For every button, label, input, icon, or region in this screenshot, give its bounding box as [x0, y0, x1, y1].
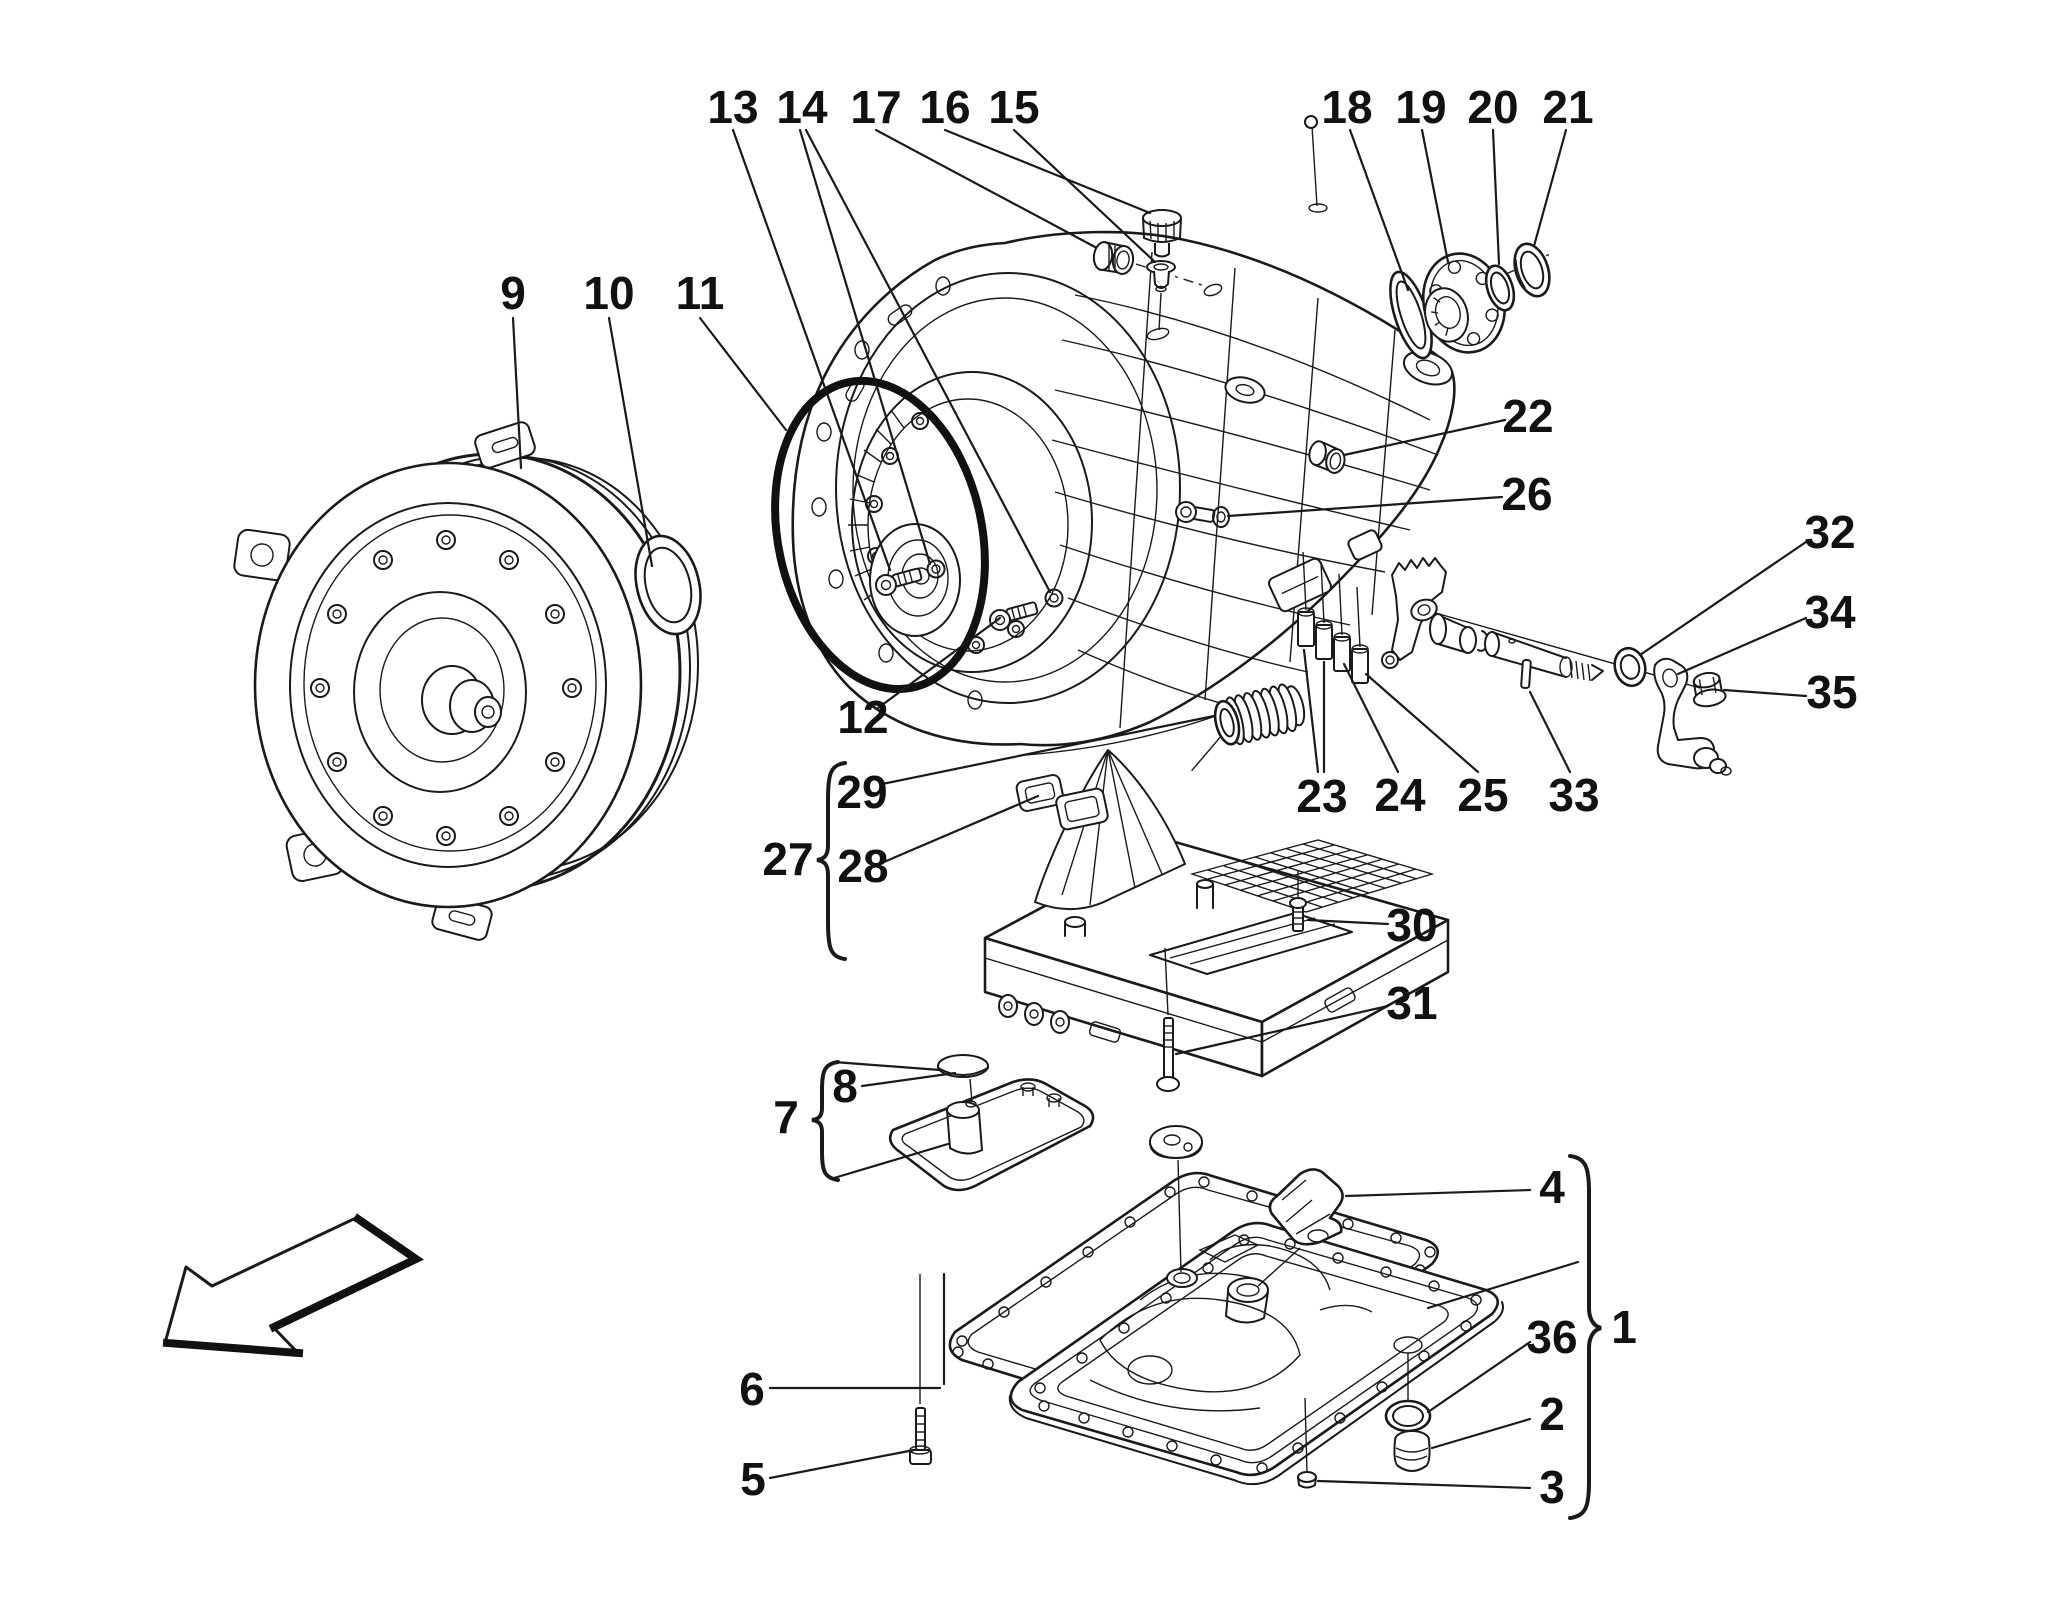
bolt-30: [1289, 870, 1307, 932]
callout-7: 7: [773, 1091, 799, 1143]
nut-21: [1513, 242, 1551, 298]
gearbox-housing: [791, 115, 1456, 756]
oil-pan: [1008, 1221, 1504, 1486]
drain-hardware: [909, 1274, 1432, 1489]
callout-9: 9: [500, 267, 526, 319]
output-flange-group: [1389, 242, 1551, 360]
brace-1: [1568, 1154, 1602, 1520]
nut-35: [1692, 671, 1727, 708]
callout-32: 32: [1804, 506, 1855, 558]
direction-arrow: [162, 1213, 424, 1358]
breather-4: [1257, 1168, 1344, 1287]
roller-bushing: [1429, 613, 1489, 654]
callout-14: 14: [776, 81, 828, 133]
callout-2: 2: [1539, 1388, 1565, 1440]
callout-31: 31: [1386, 977, 1437, 1029]
callout-35: 35: [1806, 666, 1857, 718]
selector-shaft-group: [1381, 557, 1732, 776]
callout-10: 10: [583, 267, 634, 319]
ring-20: [1484, 264, 1516, 312]
bushings-23-25: [1297, 551, 1369, 684]
callout-13: 13: [707, 81, 758, 133]
brace-7: [811, 1060, 840, 1182]
filter-cap-8: [937, 1054, 989, 1108]
callout-5: 5: [740, 1453, 766, 1505]
callout-6: 6: [739, 1363, 765, 1415]
callout-8: 8: [832, 1060, 858, 1112]
callout-21: 21: [1542, 81, 1593, 133]
callout-29: 29: [836, 766, 887, 818]
callout-27: 27: [762, 833, 813, 885]
o-ring-11: [771, 376, 989, 694]
callout-20: 20: [1467, 81, 1518, 133]
washer-32: [1613, 646, 1647, 688]
fitting-15: [1146, 260, 1176, 341]
callout-22: 22: [1502, 390, 1553, 442]
callout-34: 34: [1804, 586, 1856, 638]
group-braces: [811, 761, 1602, 1520]
bellows-29: [1191, 683, 1306, 772]
drain-plug-2: [1393, 1430, 1431, 1472]
callout-33: 33: [1548, 769, 1599, 821]
torque-converter: [233, 421, 699, 941]
callout-24: 24: [1374, 769, 1426, 821]
callout-36: 36: [1526, 1311, 1577, 1363]
breather-valve-16: [1142, 209, 1182, 258]
oil-filter-group: [888, 1054, 1095, 1192]
callout-16: 16: [919, 81, 970, 133]
callout-17: 17: [850, 81, 901, 133]
callout-23: 23: [1296, 770, 1347, 822]
bolt-31: [1156, 947, 1180, 1092]
seal-36: [1384, 1399, 1432, 1433]
callout-labels: 13 14 17 16 15 18 19 20 21 9 10 11 22 26…: [500, 81, 1857, 1513]
sector-lever: [1381, 557, 1447, 669]
callout-15: 15: [988, 81, 1039, 133]
mesh-screen: [1189, 839, 1435, 913]
connectors-28: [1015, 774, 1109, 831]
callout-28: 28: [837, 840, 888, 892]
callout-4: 4: [1539, 1161, 1565, 1213]
callout-12: 12: [837, 691, 888, 743]
seal-ring-10: [634, 534, 702, 636]
pan-bolt-holes: [1034, 1234, 1482, 1474]
callout-18: 18: [1321, 81, 1372, 133]
bolt-5: [909, 1274, 932, 1465]
plug-17: [1092, 241, 1223, 297]
selector-shaft: [1484, 631, 1604, 682]
leader-lines: [511, 128, 1808, 1490]
plug-22: [1308, 440, 1346, 474]
converter-bolt-ring: [310, 530, 582, 846]
callout-1: 1: [1611, 1301, 1637, 1353]
grommet-washer: [1149, 1125, 1203, 1273]
callout-25: 25: [1457, 769, 1508, 821]
brace-27: [816, 761, 847, 961]
callout-3: 3: [1539, 1461, 1565, 1513]
callout-30: 30: [1386, 899, 1437, 951]
cap-3: [1297, 1397, 1317, 1489]
pin-33: [1520, 658, 1532, 690]
callout-19: 19: [1395, 81, 1446, 133]
callout-11: 11: [676, 267, 725, 319]
callout-26: 26: [1501, 468, 1552, 520]
